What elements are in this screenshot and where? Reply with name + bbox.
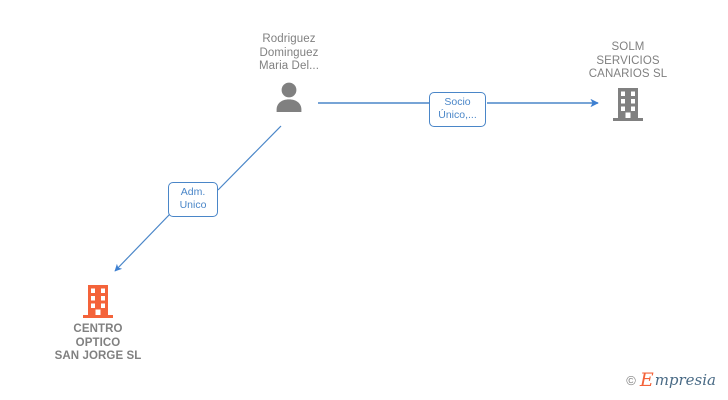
copyright-icon: © [626,373,636,388]
building-icon [83,285,113,318]
edge-label-socio-unico[interactable]: Socio Único,... [429,92,486,127]
watermark-brand-initial: E [639,369,654,391]
edge-label-adm-unico[interactable]: Adm. Unico [168,182,218,217]
node-person-label: Rodriguez Dominguez Maria Del... [259,33,319,72]
node-company-solm[interactable]: SOLM SERVICIOS CANARIOS SL [568,41,688,121]
building-icon [613,87,643,121]
node-person[interactable]: Rodriguez Dominguez Maria Del... [229,33,349,114]
node-company-centro-optico-label: CENTRO OPTICO SAN JORGE SL [54,323,142,362]
person-icon [276,82,302,112]
edge-person-to-adm-badge [217,125,282,191]
watermark-empresia: © E mpresia [626,371,716,390]
node-company-solm-label: SOLM SERVICIOS CANARIOS SL [588,41,668,80]
node-company-centro-optico[interactable]: CENTRO OPTICO SAN JORGE SL [38,284,158,364]
edge-adm-badge-to-centro [114,213,171,272]
watermark-brand-rest: mpresia [654,371,716,389]
